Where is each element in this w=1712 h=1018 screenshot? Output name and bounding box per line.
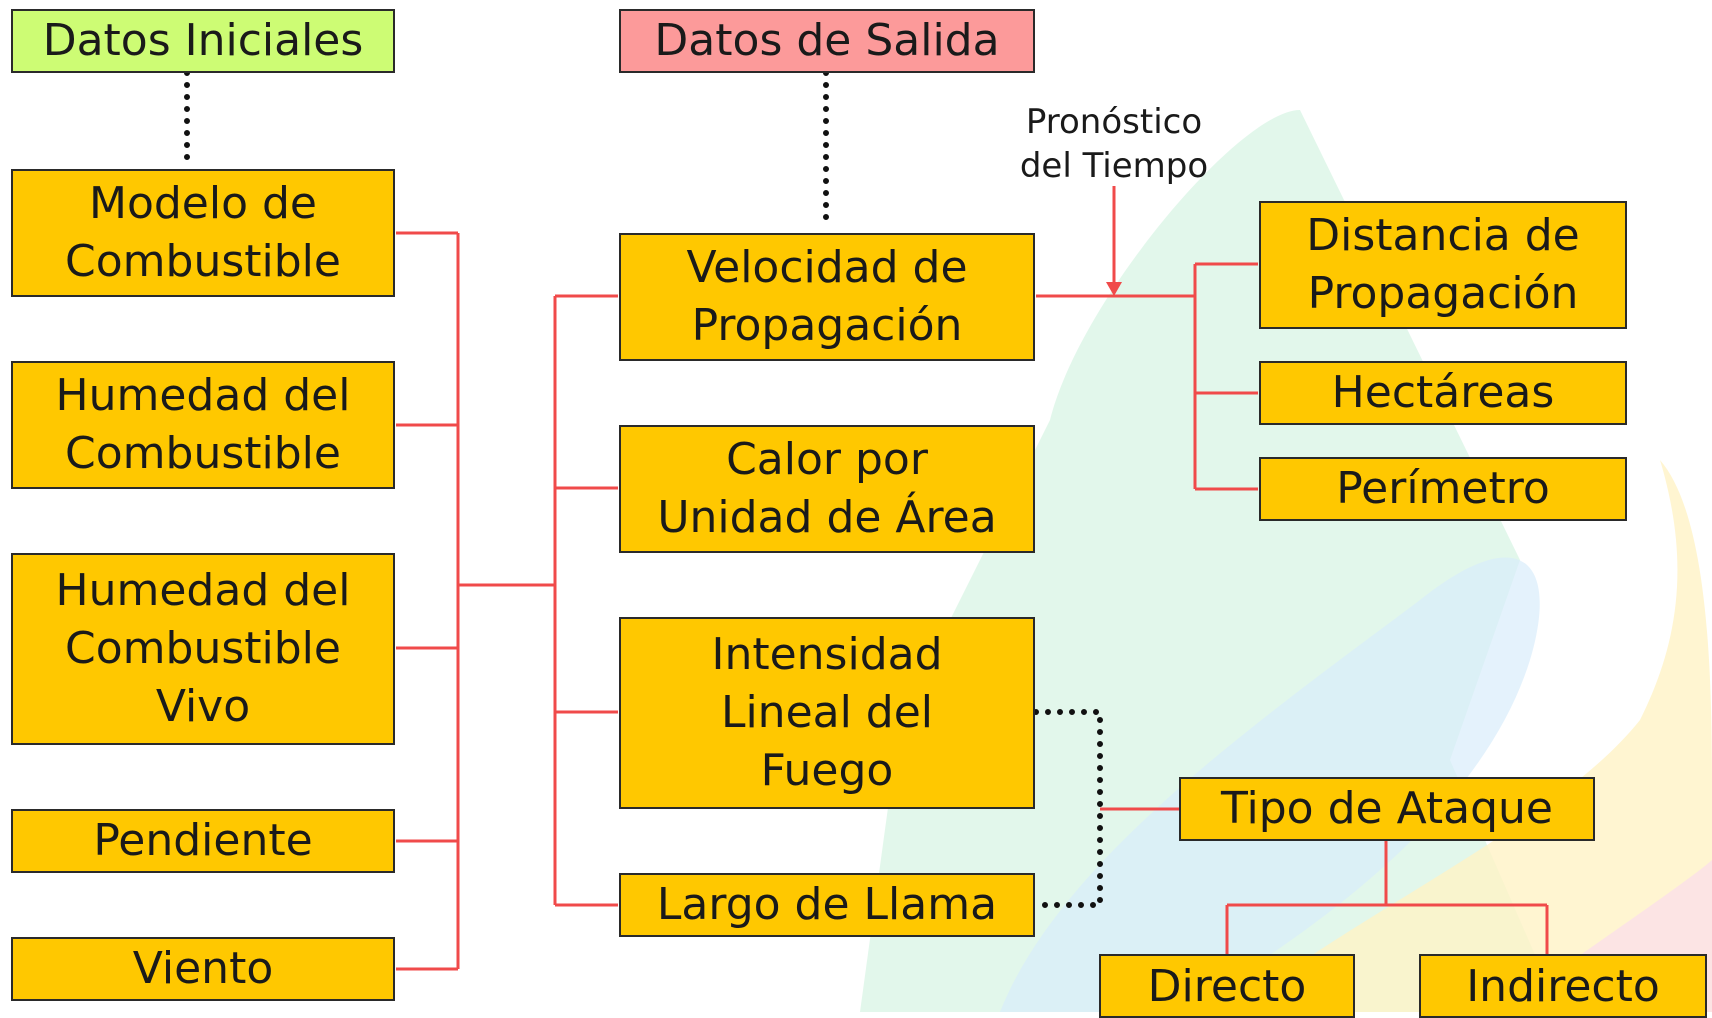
input-wind: Viento xyxy=(11,937,395,1001)
output-heat-per-area: Calor por Unidad de Área xyxy=(619,425,1035,553)
attack-direct: Directo xyxy=(1099,954,1355,1018)
result-spread-distance: Distancia de Propagación xyxy=(1259,201,1627,329)
output-spread-rate: Velocidad de Propagación xyxy=(619,233,1035,361)
input-fuel-model: Modelo de Combustible xyxy=(11,169,395,297)
result-perimeter: Perímetro xyxy=(1259,457,1627,521)
input-live-fuel-moisture: Humedad del Combustible Vivo xyxy=(11,553,395,745)
result-hectares: Hectáreas xyxy=(1259,361,1627,425)
weather-forecast-note: Pronóstico del Tiempo xyxy=(1019,102,1209,186)
attack-type: Tipo de Ataque xyxy=(1179,777,1595,841)
output-data-header: Datos de Salida xyxy=(619,9,1035,73)
attack-indirect: Indirecto xyxy=(1419,954,1707,1018)
output-fireline-intensity: Intensidad Lineal del Fuego xyxy=(619,617,1035,809)
input-slope: Pendiente xyxy=(11,809,395,873)
input-fuel-moisture: Humedad del Combustible xyxy=(11,361,395,489)
output-flame-length: Largo de Llama xyxy=(619,873,1035,937)
input-data-header: Datos Iniciales xyxy=(11,9,395,73)
